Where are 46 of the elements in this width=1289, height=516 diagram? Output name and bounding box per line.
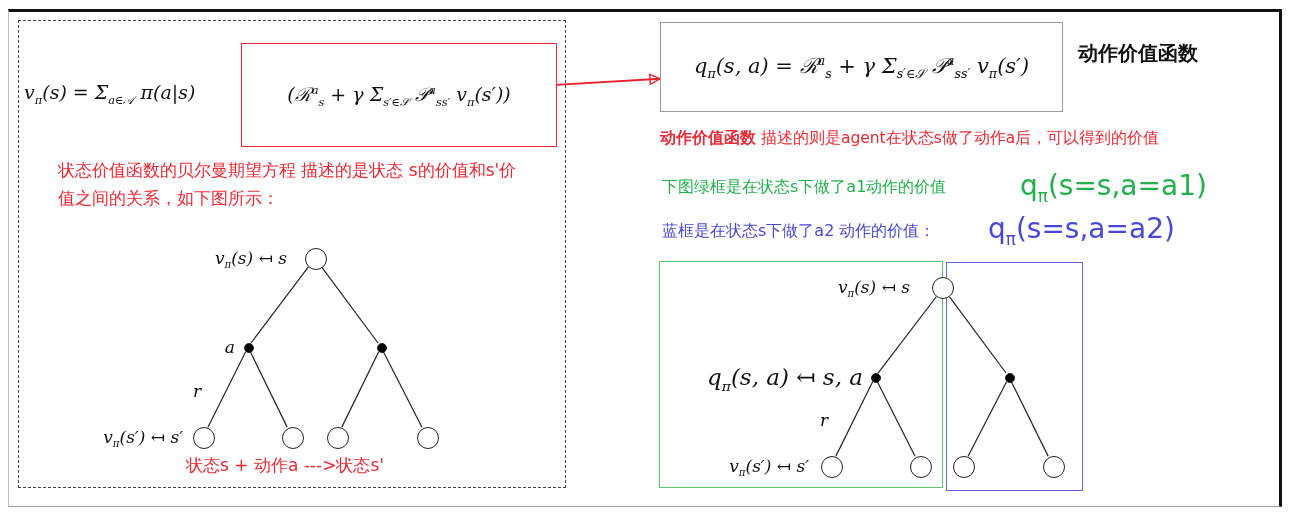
- connector-line: [948, 296, 1007, 374]
- state-circle: [282, 427, 304, 449]
- formula: q$_{π}$(s=s,a=a2): [988, 211, 1176, 251]
- formula-box: [660, 22, 1063, 112]
- connector-line: [207, 350, 247, 428]
- connector-line: [967, 380, 1008, 457]
- highlight-box: [946, 262, 1083, 491]
- formula: v$_{π}$(s) ↤ s: [213, 247, 287, 272]
- formula: v$_{π}$(s′) ↤ s′: [102, 426, 183, 451]
- connector-line: [341, 350, 380, 428]
- arrow: [555, 73, 661, 86]
- action-dot: [244, 343, 254, 353]
- state-circle: [1043, 456, 1065, 478]
- formula: q$_{π}$(s, a) ↤ s, a: [706, 363, 863, 396]
- connector-line: [382, 350, 423, 428]
- highlight-box: [241, 43, 557, 147]
- state-circle: [932, 277, 954, 299]
- connector-line: [1010, 380, 1049, 457]
- action-dot: [377, 343, 387, 353]
- state-circle: [910, 456, 932, 478]
- state-circle: [327, 427, 349, 449]
- formula: a: [223, 336, 235, 359]
- formula: v$_{π}$(s) ↤ s: [836, 276, 910, 301]
- dashed-panel: [18, 20, 566, 488]
- description-text: 动作价值函数 描述的则是agent在状态s做了动作a后，可以得到的价值: [660, 128, 1161, 149]
- state-circle: [193, 427, 215, 449]
- state-circle: [821, 456, 843, 478]
- formula: q$_{π}$(s=s,a=a1): [1020, 168, 1208, 208]
- connector-line: [876, 380, 916, 457]
- state-circle: [953, 456, 975, 478]
- connector-line: [877, 296, 937, 374]
- connector-line: [250, 266, 309, 344]
- caption-text: 状态s + 动作a --->状态s': [186, 454, 385, 477]
- action-dot: [1005, 373, 1015, 383]
- connector-line: [320, 266, 379, 344]
- state-circle: [305, 248, 327, 270]
- description-text: 下图绿框是在状态s下做了a1动作的价值: [662, 177, 948, 198]
- connector-line: [249, 350, 288, 428]
- caption-text: 状态价值函数的贝尔曼期望方程 描述的是状态 s的价值和s'价值之间的关系，如下图所示：: [58, 159, 518, 211]
- description-text: 蓝框是在状态s下做了a2 动作的价值：: [662, 221, 937, 242]
- action-dot: [871, 373, 881, 383]
- state-circle: [417, 427, 439, 449]
- formula: v$_{π}$(s′) ↤ s′: [728, 455, 809, 480]
- formula: v$_{π}$(s) = Σ$_{a∈𝒜}$ π(a|s): [24, 80, 197, 108]
- connector-line: [835, 380, 874, 457]
- heading-text: 动作价值函数: [1078, 40, 1199, 66]
